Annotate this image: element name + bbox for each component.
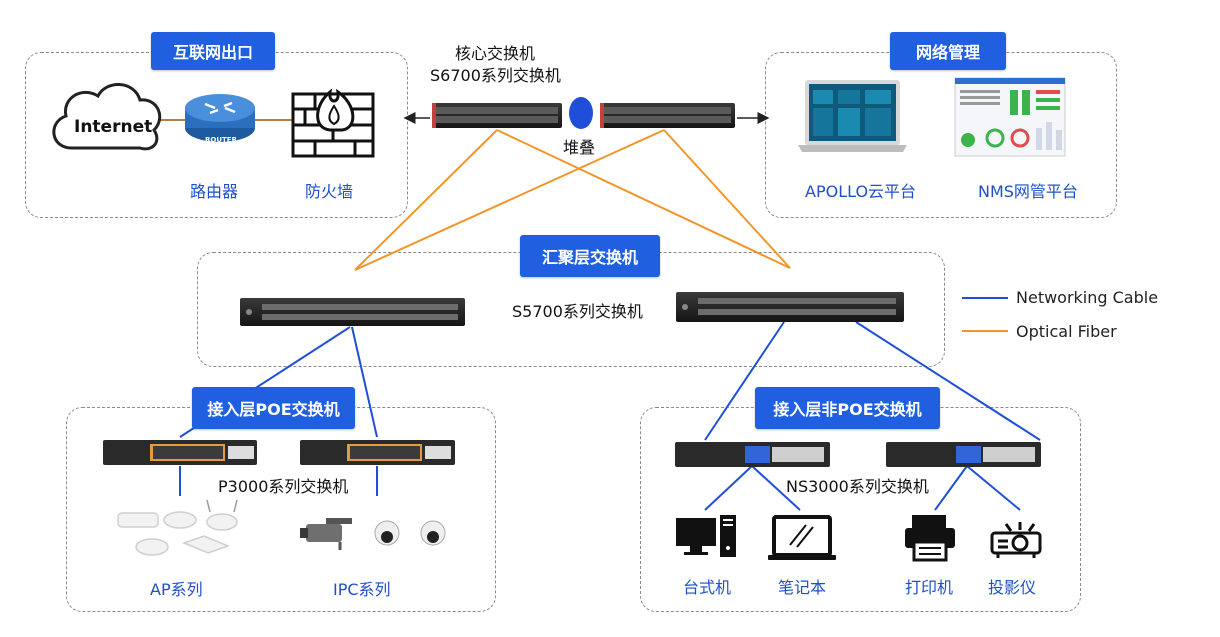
legend-networking-label: Networking Cable xyxy=(1016,288,1159,307)
nms-label: NMS网管平台 xyxy=(978,182,1078,201)
cable-line xyxy=(704,321,785,441)
apollo-laptop-icon xyxy=(798,80,907,152)
desktop-label: 台式机 xyxy=(683,578,732,597)
cable-line xyxy=(751,465,801,511)
apollo-label: APOLLO云平台 xyxy=(805,182,917,201)
cable-line xyxy=(855,321,1041,441)
poe-switch-right xyxy=(300,440,455,465)
ipc-camera-icon xyxy=(300,518,446,550)
cable-line xyxy=(704,465,753,511)
core-subtitle: S6700系列交换机 xyxy=(430,66,561,85)
ipc-label: IPC系列 xyxy=(333,580,391,599)
fiber-line xyxy=(354,129,498,271)
laptop-icon xyxy=(768,515,836,560)
cable-line xyxy=(934,465,968,511)
legend-optical-label: Optical Fiber xyxy=(1016,322,1117,341)
cloud-label: Internet xyxy=(74,117,153,137)
poe-series-label: P3000系列交换机 xyxy=(218,477,349,496)
ap-label: AP系列 xyxy=(150,580,203,599)
desktop-icon xyxy=(676,515,736,557)
firewall-icon xyxy=(291,88,375,158)
nms-dashboard-icon xyxy=(954,77,1066,157)
laptop-label: 笔记本 xyxy=(778,578,827,597)
section-internet-exit: 互联网出口 xyxy=(151,32,275,70)
nonpoe-series-label: NS3000系列交换机 xyxy=(786,477,929,496)
fiber-line xyxy=(354,129,665,271)
fiber-line xyxy=(663,129,791,269)
section-access-poe: 接入层POE交换机 xyxy=(192,387,355,429)
fiber-line xyxy=(496,129,791,269)
aggregation-switch-right xyxy=(676,292,904,322)
cable-line xyxy=(966,465,1021,511)
core-switch-left xyxy=(432,103,562,128)
nonpoe-switch-left xyxy=(675,442,830,467)
stack-link-icon xyxy=(569,97,593,129)
stack-label: 堆叠 xyxy=(563,138,596,157)
nonpoe-switch-right xyxy=(886,442,1041,467)
poe-switch-left xyxy=(103,440,257,465)
section-network-mgmt: 网络管理 xyxy=(890,32,1006,70)
cable-line xyxy=(351,326,378,438)
printer-label: 打印机 xyxy=(905,578,954,597)
aggregation-series-label: S5700系列交换机 xyxy=(512,302,643,321)
printer-icon xyxy=(905,515,955,562)
ap-device-icon xyxy=(117,499,238,556)
firewall-label: 防火墙 xyxy=(305,182,354,201)
section-aggregation: 汇聚层交换机 xyxy=(520,235,660,277)
cloud-icon xyxy=(52,83,162,151)
router-icon xyxy=(185,94,255,142)
router-label: 路由器 xyxy=(190,182,239,201)
projector-label: 投影仪 xyxy=(988,578,1037,597)
aggregation-switch-left xyxy=(240,298,465,326)
core-title: 核心交换机 xyxy=(455,44,536,63)
projector-icon xyxy=(990,522,1042,558)
core-switch-right xyxy=(600,103,735,128)
router-badge: ROUTER xyxy=(205,136,237,144)
section-access-non-poe: 接入层非POE交换机 xyxy=(755,387,940,429)
